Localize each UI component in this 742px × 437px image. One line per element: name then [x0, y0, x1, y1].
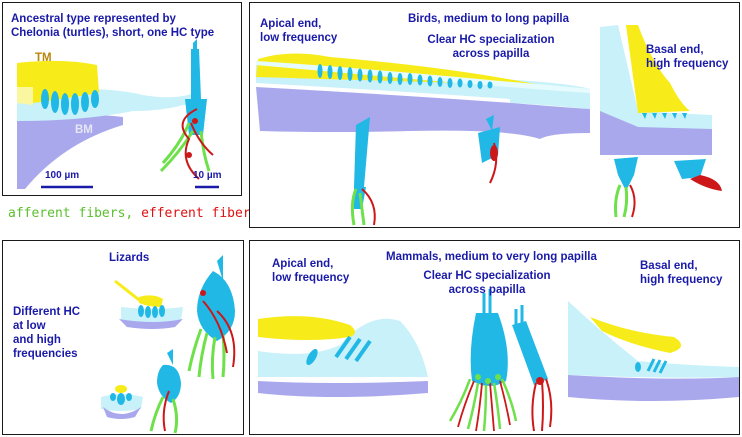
- mammals-spec-line-1: Clear HC specialization: [423, 270, 551, 282]
- birds-spec-line-2: across papilla: [452, 48, 530, 60]
- mammals-title: Mammals, medium to very long papilla: [386, 251, 597, 263]
- lizard-tall-hair-cell: [187, 255, 236, 380]
- mammal-inner-hair-cell: [448, 289, 518, 432]
- turtle-title-line-1: Ancestral type represented by: [11, 13, 176, 25]
- mammals-spec-line-2: across papilla: [448, 284, 526, 296]
- birds-diagram: [256, 25, 722, 226]
- turtle-hair-cells: [41, 89, 99, 115]
- turtle-single-hair-cell: [159, 39, 214, 180]
- birds-apical-line-2: low frequency: [260, 32, 338, 44]
- lizards-panel: Lizards Different HC at low and high fre…: [2, 240, 244, 435]
- birds-basal-papilla: [600, 25, 712, 133]
- birds-basal-line-1: Basal end,: [646, 44, 704, 56]
- birds-basal-hair-cell-1: [614, 157, 638, 218]
- lizard-low-freq-papilla: [114, 279, 183, 329]
- birds-title: Birds, medium to long papilla: [408, 13, 570, 25]
- turtle-diagram: [17, 39, 219, 189]
- lizards-desc-line-2: at low: [13, 320, 46, 332]
- scale-label-10: 10 µm: [193, 170, 222, 181]
- mammals-diagram: [258, 289, 739, 432]
- legend-efferent: efferent fibers: [141, 206, 259, 221]
- mammals-panel: Apical end, low frequency Mammals, mediu…: [249, 240, 740, 435]
- fiber-legend: afferent fibers, efferent fibers: [8, 206, 258, 221]
- birds-apical-line-1: Apical end,: [260, 18, 322, 30]
- bm-label: BM: [75, 124, 93, 136]
- lizards-desc-line-3: and high: [13, 334, 61, 346]
- mammals-basal-line-1: Basal end,: [640, 260, 698, 272]
- scale-label-100: 100 µm: [45, 170, 80, 181]
- lizards-diagram: [101, 255, 236, 434]
- birds-tall-hair-cell: [350, 117, 376, 226]
- turtle-title-line-2: Chelonia (turtles), short, one HC type: [11, 27, 215, 39]
- lizard-short-hair-cell: [149, 349, 181, 434]
- mammal-outer-hair-cell: [512, 305, 553, 432]
- legend-afferent: afferent fibers,: [8, 206, 134, 221]
- turtle-panel: Ancestral type represented by Chelonia (…: [2, 2, 242, 196]
- tm-label: TM: [35, 52, 52, 64]
- birds-spec-line-1: Clear HC specialization: [427, 34, 555, 46]
- turtle-basilar-membrane: [17, 114, 123, 189]
- birds-panel: Apical end, low frequency Birds, medium …: [249, 2, 740, 228]
- birds-hair-cell-row: [317, 64, 493, 89]
- birds-short-hair-cell: [478, 115, 500, 184]
- mammals-apical-line-1: Apical end,: [272, 258, 334, 270]
- birds-basilar-membrane: [256, 87, 590, 139]
- lizards-desc-line-4: frequencies: [13, 348, 78, 360]
- mammals-basal-line-2: high frequency: [640, 274, 723, 286]
- turtle-tectorial-membrane: [17, 60, 99, 103]
- mammal-apical-organ: [258, 316, 428, 397]
- mammal-basal-organ: [568, 301, 739, 401]
- lizards-desc-line-1: Different HC: [13, 306, 81, 318]
- mammals-apical-line-2: low frequency: [272, 272, 350, 284]
- birds-basal-hair-cell-2: [674, 159, 722, 191]
- lizard-high-freq-papilla: [101, 385, 143, 419]
- birds-basal-line-2: high frequency: [646, 58, 729, 70]
- lizards-title: Lizards: [109, 252, 150, 264]
